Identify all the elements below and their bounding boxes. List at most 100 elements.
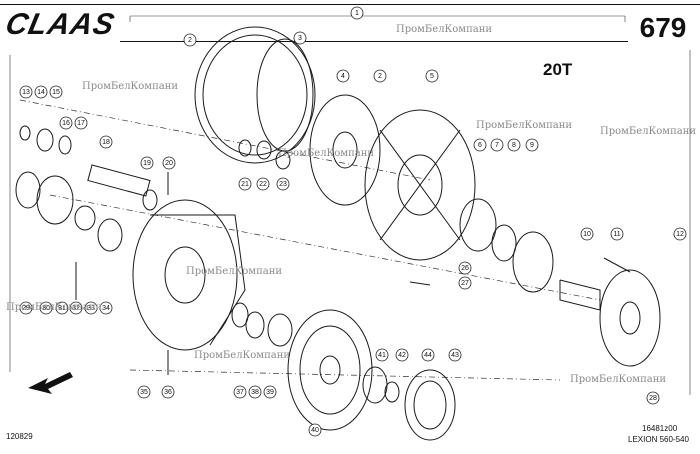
callout-number: 12 bbox=[676, 231, 684, 238]
callout-20: 20 bbox=[162, 156, 176, 170]
watermark-2: ПромБелКомпани bbox=[82, 81, 179, 92]
callout-number: 18 bbox=[102, 139, 110, 146]
callout-number: 38 bbox=[251, 389, 259, 396]
callout-number: 23 bbox=[279, 181, 287, 188]
callout-circle bbox=[248, 385, 262, 399]
callout-number: 8 bbox=[512, 142, 516, 149]
watermark-7: ПромБелКомпани bbox=[6, 302, 103, 313]
callout-number: 20 bbox=[165, 160, 173, 167]
watermark-4: ПромБелКомпани bbox=[600, 126, 697, 137]
callout-38: 38 bbox=[248, 385, 262, 399]
callout-number: 6 bbox=[478, 142, 482, 149]
callout-circle bbox=[34, 85, 48, 99]
callout-9: 9 bbox=[525, 138, 539, 152]
callout-circle bbox=[49, 85, 63, 99]
callout-14: 14 bbox=[34, 85, 48, 99]
callout-circle bbox=[421, 348, 435, 362]
callout-number: 42 bbox=[398, 352, 406, 359]
callout-4: 4 bbox=[336, 69, 350, 83]
callout-number: 13 bbox=[22, 89, 30, 96]
callout-number: 5 bbox=[430, 73, 434, 80]
callout-number: 35 bbox=[140, 389, 148, 396]
callout-circle bbox=[473, 138, 487, 152]
callout-18: 18 bbox=[99, 135, 113, 149]
callout-number: 41 bbox=[378, 352, 386, 359]
callout-31: 31 bbox=[55, 301, 69, 315]
gearbox-housing-part bbox=[132, 199, 246, 351]
direction-arrow-icon bbox=[28, 372, 73, 394]
callout-number: 16 bbox=[62, 120, 70, 127]
callout-circle bbox=[140, 156, 154, 170]
callout-circle bbox=[137, 385, 151, 399]
callout-2: 2 bbox=[373, 69, 387, 83]
callout-number: 28 bbox=[649, 395, 657, 402]
callout-43: 43 bbox=[448, 348, 462, 362]
watermark-1: ПромБелКомпани bbox=[396, 24, 493, 35]
callout-circle bbox=[293, 31, 307, 45]
callout-36: 36 bbox=[161, 385, 175, 399]
callout-3: 3 bbox=[293, 31, 307, 45]
callout-number: 17 bbox=[77, 120, 85, 127]
callout-15: 15 bbox=[49, 85, 63, 99]
callout-13: 13 bbox=[19, 85, 33, 99]
callout-number: 40 bbox=[311, 427, 319, 434]
callout-circle bbox=[276, 177, 290, 191]
watermark-8: ПромБелКомпани bbox=[194, 350, 291, 361]
watermark-6: ПромБелКомпани bbox=[186, 266, 283, 277]
callout-circle bbox=[162, 156, 176, 170]
spur-gear-part bbox=[287, 309, 373, 431]
callout-circle bbox=[183, 33, 197, 47]
callout-19: 19 bbox=[140, 156, 154, 170]
frame-outline bbox=[9, 50, 691, 395]
callout-34: 34 bbox=[99, 301, 113, 315]
small-washers bbox=[15, 125, 400, 404]
bolts bbox=[75, 172, 631, 375]
callout-circle bbox=[490, 138, 504, 152]
drawing-ref: 120829 bbox=[6, 432, 33, 441]
assembly-bracket bbox=[129, 15, 626, 22]
seal-rings bbox=[459, 198, 554, 293]
callout-22: 22 bbox=[256, 177, 270, 191]
callout-number: 7 bbox=[495, 142, 499, 149]
callout-number: 31 bbox=[58, 305, 66, 312]
variant-label: 20T bbox=[543, 60, 573, 79]
callout-number: 43 bbox=[451, 352, 459, 359]
callout-circle bbox=[458, 276, 472, 290]
callout-circle bbox=[350, 6, 364, 20]
callout-23: 23 bbox=[276, 177, 290, 191]
watermark-5: ПромБелКомпани bbox=[278, 148, 375, 159]
callout-32: 32 bbox=[69, 301, 83, 315]
callout-2: 2 bbox=[183, 33, 197, 47]
watermark-3: ПромБелКомпани bbox=[476, 120, 573, 131]
callout-number: 44 bbox=[424, 352, 432, 359]
callout-16: 16 bbox=[59, 116, 73, 130]
callout-number: 33 bbox=[87, 305, 95, 312]
callout-number: 39 bbox=[266, 389, 274, 396]
header-top-rule bbox=[0, 4, 700, 5]
callout-number: 34 bbox=[102, 305, 110, 312]
callout-30: 30 bbox=[39, 301, 53, 315]
callout-11: 11 bbox=[610, 227, 624, 241]
callout-10: 10 bbox=[580, 227, 594, 241]
callout-circle bbox=[39, 301, 53, 315]
wheel-hub-part bbox=[559, 269, 661, 367]
callout-circle bbox=[308, 423, 322, 437]
housing-cover-part bbox=[309, 94, 381, 206]
model-code: 16481z00 bbox=[642, 424, 678, 433]
callout-number: 27 bbox=[461, 280, 469, 287]
page-number: 679 bbox=[639, 12, 687, 43]
callout-circle bbox=[375, 348, 389, 362]
callout-circle bbox=[610, 227, 624, 241]
callout-circle bbox=[580, 227, 594, 241]
callout-number: 26 bbox=[461, 265, 469, 272]
callout-circle bbox=[161, 385, 175, 399]
callout-circle bbox=[59, 116, 73, 130]
center-axis-lines bbox=[19, 99, 601, 381]
callout-number: 1 bbox=[355, 10, 359, 17]
callout-number: 2 bbox=[378, 73, 382, 80]
callout-circle bbox=[263, 385, 277, 399]
callout-5: 5 bbox=[425, 69, 439, 83]
callout-12: 12 bbox=[673, 227, 687, 241]
callout-37: 37 bbox=[233, 385, 247, 399]
